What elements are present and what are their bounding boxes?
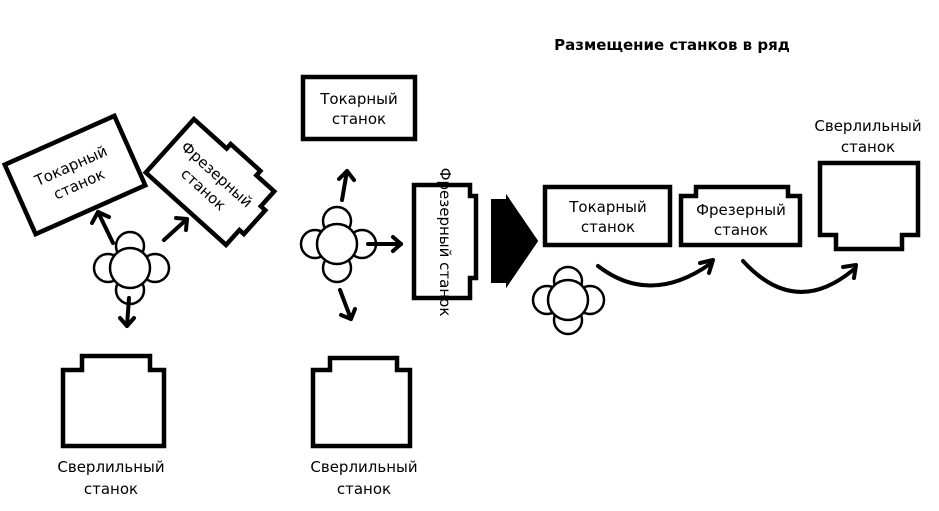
drill-label-2-line2: станок [337, 480, 391, 498]
mill-box-1 [142, 115, 278, 249]
drill-label-2-line1: Сверлильный [310, 458, 417, 476]
mill-machine-3: Фрезерный станок [678, 184, 803, 248]
arrow-to-lathe-1 [90, 210, 115, 245]
transition-arrow [491, 193, 539, 289]
layout-cluster: Токарный станок Фрезерный станок Сверлил… [299, 74, 479, 498]
lathe-box-3 [542, 184, 673, 248]
flow-arrow-lathe-to-mill [596, 258, 715, 288]
drill-machine-1: Сверлильный станок [57, 353, 167, 498]
drill-label-1-line2: станок [84, 480, 138, 498]
mill-label-3-line2: станок [714, 221, 768, 239]
arrow-to-mill-1 [162, 216, 189, 242]
drill-machine-3: Сверлильный станок [814, 117, 922, 252]
lathe-machine-3: Токарный станок [542, 184, 673, 248]
drill-box-3 [817, 160, 921, 252]
layout-inline: Токарный станок Фрезерный станок Сверлил… [531, 117, 922, 336]
layout-triangular: Токарный станок Фрезерный станок Сверлил… [1, 112, 278, 498]
arrow-to-drill-2 [338, 288, 357, 321]
drill-machine-2: Сверлильный станок [310, 355, 418, 498]
mill-label-2: Фрезерный станок [436, 168, 454, 317]
mill-box-3 [678, 184, 803, 248]
drill-label-3-line2: станок [841, 138, 895, 156]
lathe-machine-2: Токарный станок [300, 74, 418, 142]
lathe-box-2 [300, 74, 418, 142]
mill-label-3-line1: Фрезерный [696, 201, 786, 219]
arrow-to-lathe-2 [337, 169, 356, 202]
lathe-box-1 [1, 112, 149, 238]
drill-label-1-line1: Сверлильный [57, 458, 164, 476]
mill-machine-1: Фрезерный станок [142, 115, 278, 249]
mill-box-2 [411, 182, 479, 301]
drill-box-1 [60, 353, 167, 449]
diagram-title: Размещение станков в ряд [554, 36, 790, 54]
lathe-label-2-line1: Токарный [319, 90, 398, 108]
arrow-to-drill-1 [118, 296, 136, 328]
arrow-to-mill-2 [366, 235, 403, 253]
lathe-label-3-line2: станок [581, 218, 635, 236]
drill-box-2 [310, 355, 413, 449]
operator-3 [531, 265, 606, 336]
lathe-label-2-line2: станок [332, 110, 386, 128]
flow-arrow-mill-to-drill [741, 259, 858, 294]
lathe-label-3-line1: Токарный [568, 198, 647, 216]
lathe-machine-1: Токарный станок [1, 112, 149, 238]
mill-machine-2: Фрезерный станок [411, 168, 479, 317]
operator-1 [92, 230, 171, 306]
drill-label-3-line1: Сверлильный [814, 117, 921, 135]
operator-2 [299, 205, 378, 284]
